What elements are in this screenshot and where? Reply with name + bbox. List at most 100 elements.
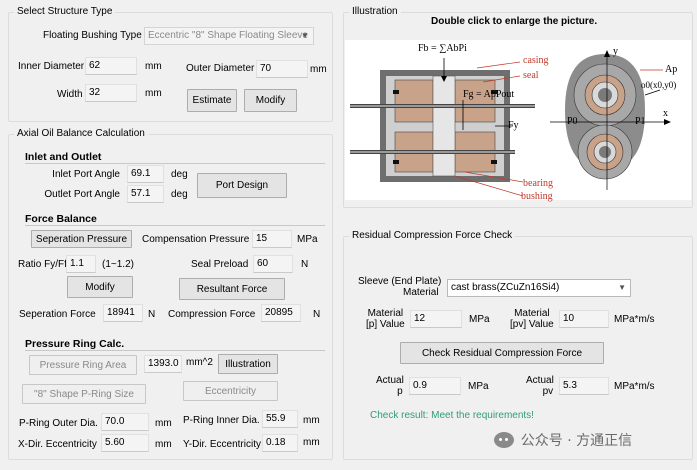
y-dir-eccentricity-label: Y-Dir. Eccentricity [183,439,261,450]
check-result-text: Check result: Meet the requirements! [370,410,534,421]
inlet-outlet-heading: Inlet and Outlet [25,151,102,163]
width-unit: mm [145,88,162,99]
outlet-port-angle-label: Outlet Port Angle [44,189,120,200]
axial-oil-balance-title: Axial Oil Balance Calculation [14,128,148,139]
seal-preload-field[interactable]: 60 [253,255,293,273]
inlet-port-angle-unit: deg [171,169,188,180]
inner-diameter-unit: mm [145,61,162,72]
p-ring-outer-label: P-Ring Outer Dia. [19,418,98,429]
ratio-range: (1~1.2) [102,259,134,270]
label-p1: P1 [635,116,646,127]
seperation-pressure-button[interactable]: Seperation Pressure [31,230,132,248]
label-y: y [613,46,618,57]
port-design-button[interactable]: Port Design [197,173,287,198]
pressure-ring-area-field[interactable]: 1393.0 [144,355,182,373]
outlet-port-angle-field[interactable]: 57.1 [127,185,164,203]
material-pv-label-line1: Material [514,308,550,319]
sleeve-material-label-line2: Material [403,287,439,298]
seperation-force-unit: N [148,309,156,320]
bushing-type-value: Eccentric "8" Shape Floating Sleeve [148,30,308,41]
material-p-unit: MPa [469,314,490,325]
residual-check-title: Residual Compression Force Check [349,230,516,241]
select-structure-title: Select Structure Type [14,6,116,17]
material-pv-unit: MPa*m/s [614,314,655,325]
sleeve-material-select[interactable]: cast brass(ZCuZn16Si4) ▼ [447,279,631,297]
label-casing: casing [523,55,549,66]
actual-pv-unit: MPa*m/s [614,381,655,392]
axial-oil-balance-group [8,134,333,460]
illustration-canvas[interactable]: Fb = ∑AbPi casing seal Fg = ApPout Fy be… [345,40,691,202]
resultant-force-button[interactable]: Resultant Force [179,278,285,300]
material-p-label-line1: Material [367,308,404,319]
pressure-ring-divider [25,350,325,351]
ratio-label: Ratio Fy/Ff [18,259,67,270]
wechat-icon [494,432,514,448]
p-ring-inner-field[interactable]: 55.9 [262,410,298,428]
actual-pv-label: Actual pv [526,375,554,397]
y-dir-eccentricity-unit: mm [303,437,320,448]
chevron-down-icon: ▼ [301,31,309,40]
p-ring-size-button[interactable]: "8" Shape P-Ring Size [22,384,146,404]
p-ring-inner-label: P-Ring Inner Dia. [183,415,260,426]
select-structure-group [8,12,333,122]
illustration-button[interactable]: Illustration [218,354,278,374]
compression-force-field[interactable]: 20895 [261,304,301,322]
actual-p-field[interactable]: 0.9 [409,377,461,395]
outer-diameter-unit: mm [310,64,327,75]
illustration-title: Illustration [349,6,401,17]
material-p-field[interactable]: 12 [410,310,462,328]
eccentricity-button[interactable]: Eccentricity [183,381,278,401]
actual-pv-field[interactable]: 5.3 [559,377,609,395]
compensation-pressure-label: Compensation Pressure [142,234,250,245]
bushing-type-select[interactable]: Eccentric "8" Shape Floating Sleeve ▼ [144,27,314,45]
inlet-port-angle-field[interactable]: 69.1 [127,165,164,183]
label-bearing: bearing [523,178,553,189]
sleeve-material-label-line1: Sleeve (End Plate) [358,276,442,287]
label-p0: P0 [567,116,578,127]
actual-p-label-line2: p [397,386,403,397]
label-x: x [663,108,668,119]
outer-diameter-field[interactable]: 70 [256,60,308,78]
actual-p-unit: MPa [468,381,489,392]
force-balance-divider [25,225,325,226]
width-label: Width [57,89,83,100]
compression-force-unit: N [313,309,321,320]
x-dir-eccentricity-field[interactable]: 5.60 [101,434,149,452]
y-dir-eccentricity-field[interactable]: 0.18 [262,434,298,452]
x-dir-eccentricity-label: X-Dir. Eccentricity [18,439,97,450]
watermark: 公众号 · 方通正信 [494,430,632,452]
check-residual-button[interactable]: Check Residual Compression Force [400,342,604,364]
pump-cross-section-diagram [350,50,671,197]
label-fb: Fb = ∑AbPi [418,43,467,54]
inner-diameter-field[interactable]: 62 [85,57,137,75]
p-ring-outer-field[interactable]: 70.0 [101,413,149,431]
pressure-ring-heading: Pressure Ring Calc. [25,338,125,350]
estimate-button[interactable]: Estimate [187,89,237,112]
seperation-force-label: Seperation Force [19,309,96,320]
illustration-group [343,12,693,208]
force-modify-button[interactable]: Modify [67,276,133,298]
width-field[interactable]: 32 [85,84,137,102]
actual-p-label: Actual p [376,375,404,397]
pressure-ring-area-button[interactable]: Pressure Ring Area [29,355,137,375]
material-pv-label-line2: [pv] Value [510,319,554,330]
actual-p-label-line1: Actual [376,375,404,386]
p-ring-outer-unit: mm [155,418,172,429]
structure-modify-button[interactable]: Modify [244,89,297,112]
label-ap: Ap [665,64,678,75]
label-o0: o0(x0,y0) [641,80,677,90]
material-pv-field[interactable]: 10 [559,310,609,328]
label-seal: seal [523,70,539,81]
compensation-pressure-unit: MPa [297,234,318,245]
outlet-port-angle-unit: deg [171,189,188,200]
material-p-label: Material [p] Value [366,308,405,330]
compensation-pressure-field[interactable]: 15 [252,230,292,248]
label-bushing: bushing [521,191,553,202]
actual-pv-label-line1: Actual [526,375,554,386]
watermark-text: 公众号 · 方通正信 [520,433,633,449]
inlet-outlet-divider [25,163,325,164]
sleeve-material-label: Sleeve (End Plate) Material [358,276,441,298]
ratio-field[interactable]: 1.1 [66,255,96,273]
inlet-port-angle-label: Inlet Port Angle [52,169,120,180]
seperation-force-field[interactable]: 18941 [103,304,143,322]
